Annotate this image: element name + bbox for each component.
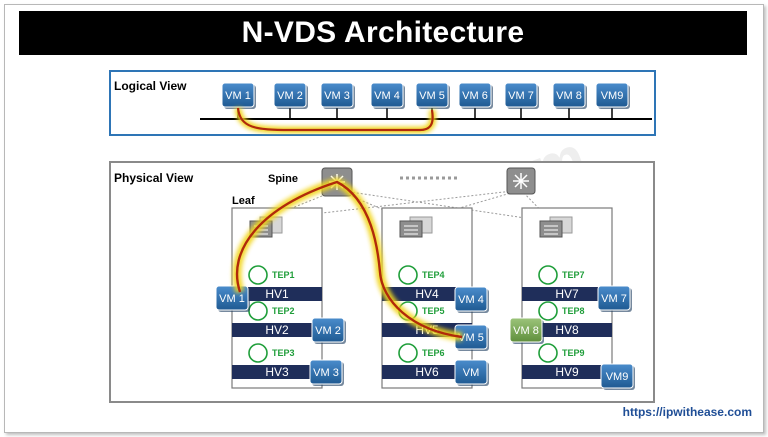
logical-view-label: Logical View [114, 79, 187, 93]
hv-bar [232, 287, 322, 301]
tep-label: TEP3 [272, 348, 295, 358]
vm-label: VM 4 [374, 90, 400, 102]
tep-icon [538, 301, 558, 321]
vm-label: VM9 [606, 371, 629, 383]
tep-label: TEP7 [562, 270, 585, 280]
physical-vm-hv4[interactable]: VM 4 [454, 286, 489, 313]
vm-label: VM 5 [458, 332, 484, 344]
vm-label: VM 1 [219, 293, 245, 305]
tep-icon [538, 265, 558, 285]
vm-label: VM 7 [601, 293, 627, 305]
physical-vm-hv8[interactable]: VM 8 [509, 317, 544, 344]
physical-view-label: Physical View [114, 171, 194, 185]
hv-bar [522, 365, 612, 379]
tep-label: TEP8 [562, 306, 585, 316]
hv-bar [232, 365, 322, 379]
hv-label: HV6 [415, 365, 439, 379]
vm-label: VM 6 [462, 90, 488, 102]
tep-icon [248, 265, 268, 285]
logical-vm-4[interactable]: VM 4 [370, 82, 405, 109]
vm-label: VM 4 [458, 294, 484, 306]
physical-vm-hv1[interactable]: VM 1 [215, 285, 250, 312]
hv-bar [382, 365, 472, 379]
vm-label: VM 2 [315, 325, 341, 337]
page-title: N-VDS Architecture [19, 11, 747, 55]
hv-bar [522, 287, 612, 301]
footer-url-link[interactable]: https://ipwithease.com [622, 405, 752, 419]
hv-label: HV8 [555, 323, 579, 337]
tep-label: TEP5 [422, 306, 445, 316]
logical-vm-2[interactable]: VM 2 [273, 82, 308, 109]
vm-label: VM [463, 367, 480, 379]
hv-label: HV1 [265, 287, 289, 301]
tep-icon [248, 343, 268, 363]
hv-label: HV3 [265, 365, 289, 379]
hv-label: HV9 [555, 365, 579, 379]
hv-bar [522, 323, 612, 337]
vm-label: VM 3 [324, 90, 350, 102]
physical-view: Physical View Spine Leaf TEP1HV1TEP2HV2T… [109, 161, 655, 403]
logical-vm-1[interactable]: VM 1 [221, 82, 256, 109]
vm-label: VM 1 [225, 90, 251, 102]
tep-label: TEP9 [562, 348, 585, 358]
tep-icon [248, 301, 268, 321]
physical-vm-hv9[interactable]: VM9 [600, 363, 635, 390]
physical-vm-hv7[interactable]: VM 7 [597, 285, 632, 312]
physical-vm-hv2[interactable]: VM 2 [311, 317, 346, 344]
spine-switch-2 [506, 167, 536, 195]
logical-vm-8[interactable]: VM 8 [552, 82, 587, 109]
vm-label: VM 7 [508, 90, 534, 102]
vm-label: VM9 [601, 90, 624, 102]
logical-vm-7[interactable]: VM 7 [504, 82, 539, 109]
logical-vm-6[interactable]: VM 6 [458, 82, 493, 109]
tep-icon [538, 343, 558, 363]
logical-vm-5[interactable]: VM 5 [415, 82, 450, 109]
leaf-switch-3 [539, 216, 573, 238]
tep-label: TEP2 [272, 306, 295, 316]
vm-label: VM 8 [556, 90, 582, 102]
hv-bar [382, 287, 472, 301]
tep-label: TEP4 [422, 270, 445, 280]
leaf-switch-2 [399, 216, 433, 238]
vm-label: VM 2 [277, 90, 303, 102]
tep-label: TEP1 [272, 270, 295, 280]
logical-vm-3[interactable]: VM 3 [320, 82, 355, 109]
physical-vm-hv3[interactable]: VM 3 [309, 359, 344, 386]
traffic-path [232, 177, 463, 342]
spine-label: Spine [268, 173, 298, 185]
vm-label: VM 5 [419, 90, 445, 102]
logical-vm-9[interactable]: VM9 [595, 82, 630, 109]
vm-label: VM 8 [513, 325, 539, 337]
hv-label: HV4 [415, 287, 439, 301]
tep-icon [398, 343, 418, 363]
hv-label: HV7 [555, 287, 579, 301]
tep-icon [398, 265, 418, 285]
hv-label: HV2 [265, 323, 289, 337]
logical-vm-group: VM 1 VM 2 VM 3 VM 4 VM 5 VM 6 VM 7 VM 8 VM9 [221, 82, 630, 119]
hv-bar [232, 323, 322, 337]
vm-label: VM 3 [313, 367, 339, 379]
rack-group: TEP1HV1TEP2HV2TEP3HV3TEP4HV4TEP5HV5TEP6H… [215, 207, 635, 390]
leaf-label: Leaf [232, 195, 255, 207]
physical-vm-hv6[interactable]: VM [454, 359, 489, 386]
tep-label: TEP6 [422, 348, 445, 358]
